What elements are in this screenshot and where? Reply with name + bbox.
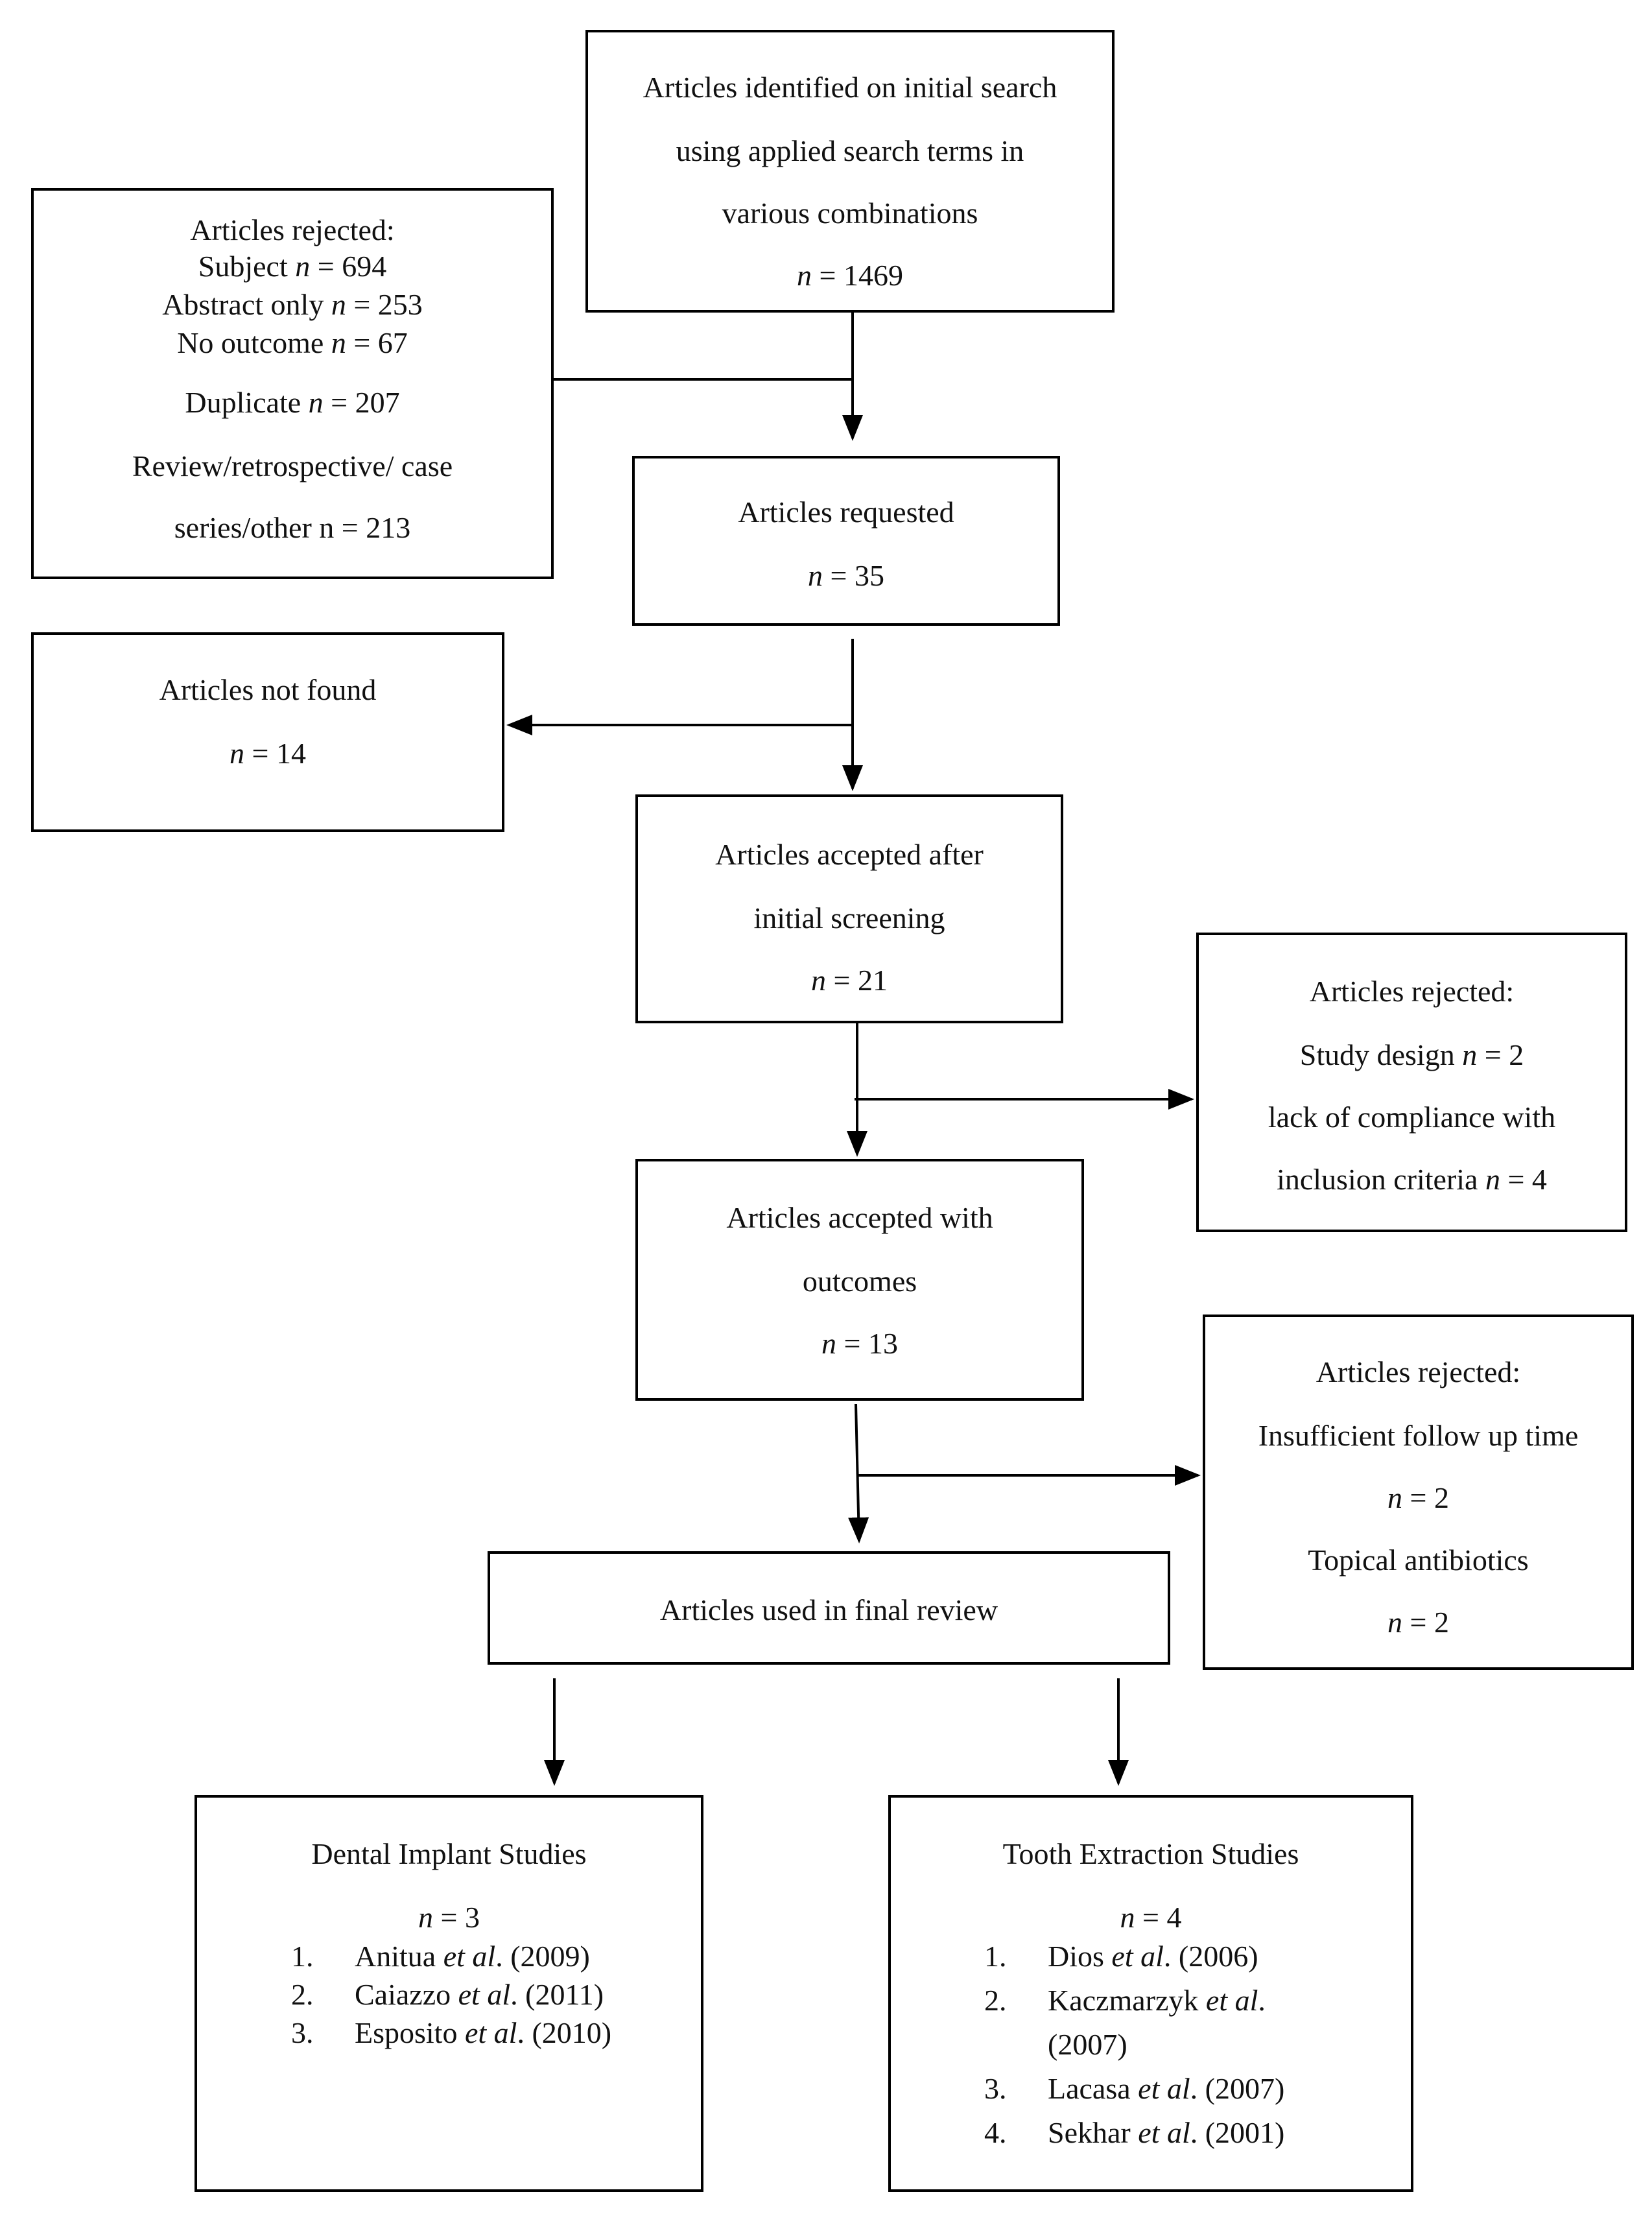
rejected2-study-design: Study design n = 2 <box>1299 1038 1524 1071</box>
screening-box: Articles accepted after initial screenin… <box>635 794 1063 1023</box>
rejected3-topical-count: n = 2 <box>1387 1606 1449 1639</box>
rejected1-review-line-2: series/other n = 213 <box>174 511 411 544</box>
final-review-box: Articles used in final review <box>488 1551 1170 1665</box>
not-found-count: n = 14 <box>230 737 306 770</box>
screening-line-2: initial screening <box>753 901 945 934</box>
rejected2-title: Articles rejected: <box>1309 975 1515 1008</box>
rejected1-no-outcome: No outcome n = 67 <box>177 326 408 359</box>
rejected1-subject: Subject n = 694 <box>198 250 387 283</box>
screening-line-1: Articles accepted after <box>715 838 984 871</box>
search-line-2: using applied search terms in <box>676 134 1024 167</box>
outcomes-box: Articles accepted with outcomes n = 13 <box>635 1159 1084 1401</box>
outcomes-line-1: Articles accepted with <box>726 1201 993 1234</box>
extraction-count: n = 4 <box>1120 1901 1182 1934</box>
outcomes-count: n = 13 <box>821 1327 898 1360</box>
rejected1-box: Articles rejected: Subject n = 694 Abstr… <box>31 188 554 579</box>
screening-count: n = 21 <box>811 964 888 997</box>
rejected1-duplicate: Duplicate n = 207 <box>185 386 400 419</box>
requested-box: Articles requested n = 35 <box>632 456 1060 626</box>
arrow-outcomes-to-final <box>848 1403 869 1543</box>
rejected2-box: Articles rejected: Study design n = 2 la… <box>1196 933 1627 1232</box>
implant-count: n = 3 <box>418 1901 480 1934</box>
search-count: n = 1469 <box>797 259 903 292</box>
search-line-3: various combinations <box>722 196 978 230</box>
requested-count: n = 35 <box>808 559 884 592</box>
implant-studies-box: Dental Implant Studies n = 3 1. Anitua e… <box>195 1795 703 2192</box>
rejected3-follow-up-count: n = 2 <box>1387 1481 1449 1514</box>
rejected3-box: Articles rejected: Insufficient follow u… <box>1203 1315 1634 1670</box>
extraction-title: Tooth Extraction Studies <box>1002 1837 1299 1870</box>
not-found-label: Articles not found <box>159 673 377 706</box>
rejected3-topical: Topical antibiotics <box>1308 1543 1529 1577</box>
rejected1-review-line-1: Review/retrospective/ case <box>132 449 453 482</box>
rejected3-follow-up: Insufficient follow up time <box>1258 1419 1579 1452</box>
rejected1-title: Articles rejected: <box>190 213 395 246</box>
requested-label: Articles requested <box>738 495 954 529</box>
rejected1-abstract: Abstract only n = 253 <box>162 288 423 321</box>
implant-title: Dental Implant Studies <box>311 1837 587 1870</box>
extraction-study-item-continued: (2007) <box>1048 2028 1127 2061</box>
final-review-label: Articles used in final review <box>659 1593 998 1626</box>
search-box: Articles identified on initial search us… <box>585 30 1115 313</box>
rejected3-title: Articles rejected: <box>1316 1355 1521 1388</box>
outcomes-line-2: outcomes <box>802 1265 917 1298</box>
rejected2-compliance-line-1: lack of compliance with <box>1268 1101 1556 1134</box>
extraction-studies-box: Tooth Extraction Studies n = 4 1. Dios e… <box>888 1795 1413 2192</box>
not-found-box: Articles not found n = 14 <box>31 632 504 832</box>
search-line-1: Articles identified on initial search <box>643 71 1057 104</box>
rejected2-compliance-line-2: inclusion criteria n = 4 <box>1277 1163 1547 1196</box>
